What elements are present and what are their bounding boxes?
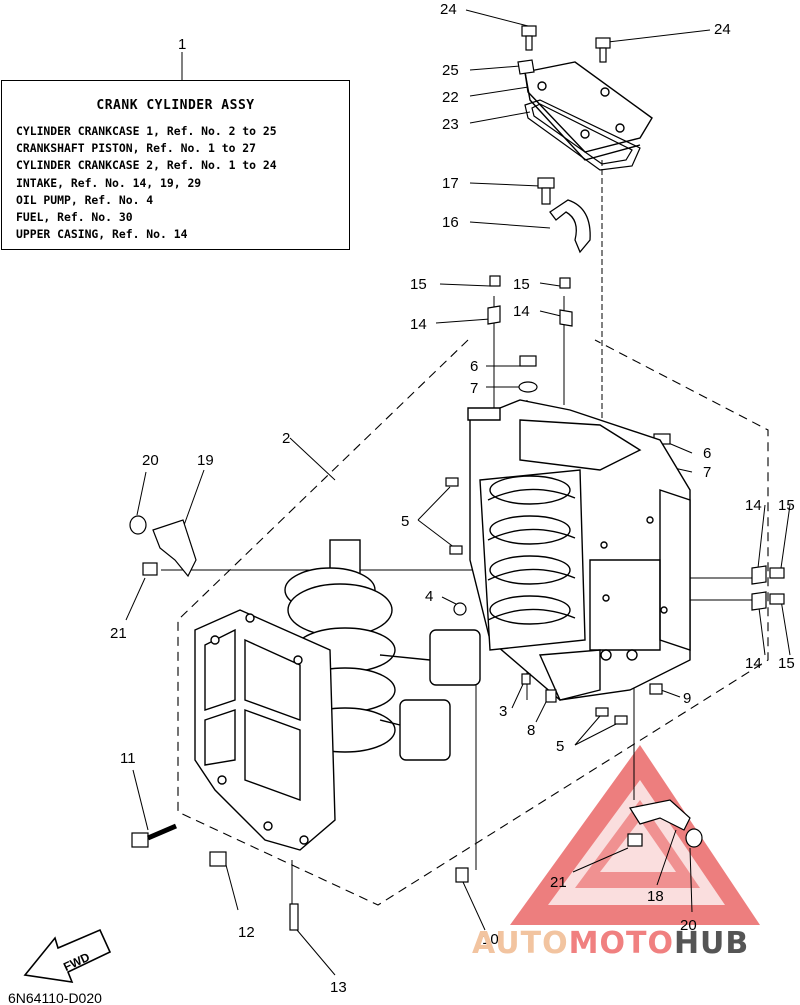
clip [517,59,535,75]
clip-b [559,309,573,327]
callout-20-a: 20 [142,452,159,469]
callout-7-b: 7 [703,464,711,481]
fitting-5-b [614,715,628,725]
forward-arrow-icon: FWD [23,928,112,983]
exhaust-cover [524,61,653,161]
bleed-fitting-b [449,545,463,555]
callout-9: 9 [683,690,691,707]
callout-21-a: 21 [110,625,127,642]
note-line: CYLINDER CRANKCASE 1, Ref. No. 2 to 25 [16,124,277,138]
watermark-auto: AUTO [472,926,569,961]
note-line: CYLINDER CRANKCASE 2, Ref. No. 1 to 24 [16,158,277,173]
callout-10: 10 [482,931,499,948]
callout-25: 25 [442,62,459,79]
callout-22: 22 [442,89,459,106]
note-line: OIL PUMP, Ref. No. 4 [16,192,154,207]
clip-14c [751,565,767,585]
hose-bracket [549,199,591,254]
callout-14-b: 14 [513,303,530,320]
washer-a [518,381,538,393]
callout-15-d: 15 [778,655,795,672]
cylinder-block [467,399,691,701]
note-line: INTAKE, Ref. No. 14, 19, 29 [16,175,202,190]
callout-7-a: 7 [470,380,478,397]
intake-bolt-21a [142,562,158,576]
svg-text:AUTOMOTOHUB: AUTOMOTOHUB [472,926,749,961]
callout-16: 16 [442,214,459,231]
callout-14-c: 14 [745,497,762,514]
drain-plug-12 [209,851,227,867]
plug-9 [649,683,663,695]
callout-14-d: 14 [745,655,762,672]
callout-15-b: 15 [513,276,530,293]
callout-1: 1 [178,36,186,53]
cap-20b [685,828,703,848]
note-lines: CYLINDER CRANKCASE 1, Ref. No. 2 to 25 C… [16,123,277,243]
callout-21-b: 21 [550,874,567,891]
note-line: UPPER CASING, Ref. No. 14 [16,227,188,242]
callout-4: 4 [425,588,433,605]
exhaust-gasket [524,99,641,171]
dowel-pin-4 [453,602,467,616]
bolt-15d [769,593,785,605]
callout-3: 3 [499,703,507,720]
watermark-hub: HUB [674,926,749,961]
watermark-moto: MOTO [569,926,674,961]
dowel-8 [545,689,557,703]
bolt-21b [627,833,643,847]
plug-10 [455,867,469,883]
diagram-code: 6N64110-D020 [8,990,102,1005]
callout-17: 17 [442,175,459,192]
note-line: CRANKSHAFT PISTON, Ref. No. 1 to 27 [16,141,257,156]
callout-23: 23 [442,116,459,133]
callout-24-right: 24 [714,21,731,38]
callout-2: 2 [282,430,290,447]
callout-19: 19 [197,452,214,469]
callout-15-a: 15 [410,276,427,293]
callout-11: 11 [120,750,136,767]
cover-bolt-right [595,37,611,63]
bolt-15c [769,567,785,579]
bracket-bolt [537,177,555,205]
clip-a [487,305,501,325]
callout-6-a: 6 [470,358,478,375]
callout-5-b: 5 [556,738,564,755]
callout-5-a: 5 [401,513,409,530]
note-line: FUEL, Ref. No. 30 [16,210,133,225]
dowel-3 [521,673,531,685]
small-bolt-b [559,277,571,289]
sensor-19 [152,519,197,578]
small-bolt-a [489,275,501,287]
cap-20a [129,515,147,535]
cover-bolt-left [521,25,537,51]
stud-13 [289,903,299,931]
callout-18: 18 [647,888,664,905]
assembly-outline [177,339,769,906]
callout-24-left: 24 [440,1,457,18]
callout-6-b: 6 [703,445,711,462]
crankcase [194,609,336,851]
drain-bolt-a [519,355,537,367]
callout-20-b: 20 [680,917,697,934]
assembly-note-box: CRANK CYLINDER ASSY CYLINDER CRANKCASE 1… [1,80,350,250]
note-title: CRANK CYLINDER ASSY [96,98,255,113]
bracket-18 [629,799,691,831]
bleed-fitting-a [445,477,459,487]
crankcase-bolt-11 [131,832,149,848]
callout-14-a: 14 [410,316,427,333]
callout-13: 13 [330,979,347,996]
callout-15-c: 15 [778,497,795,514]
clip-14d [751,591,767,611]
watermark-wordmark: AUTOMOTOHUB [472,926,749,961]
fitting-5-a [595,707,609,717]
callout-12: 12 [238,924,255,941]
callout-8: 8 [527,722,535,739]
